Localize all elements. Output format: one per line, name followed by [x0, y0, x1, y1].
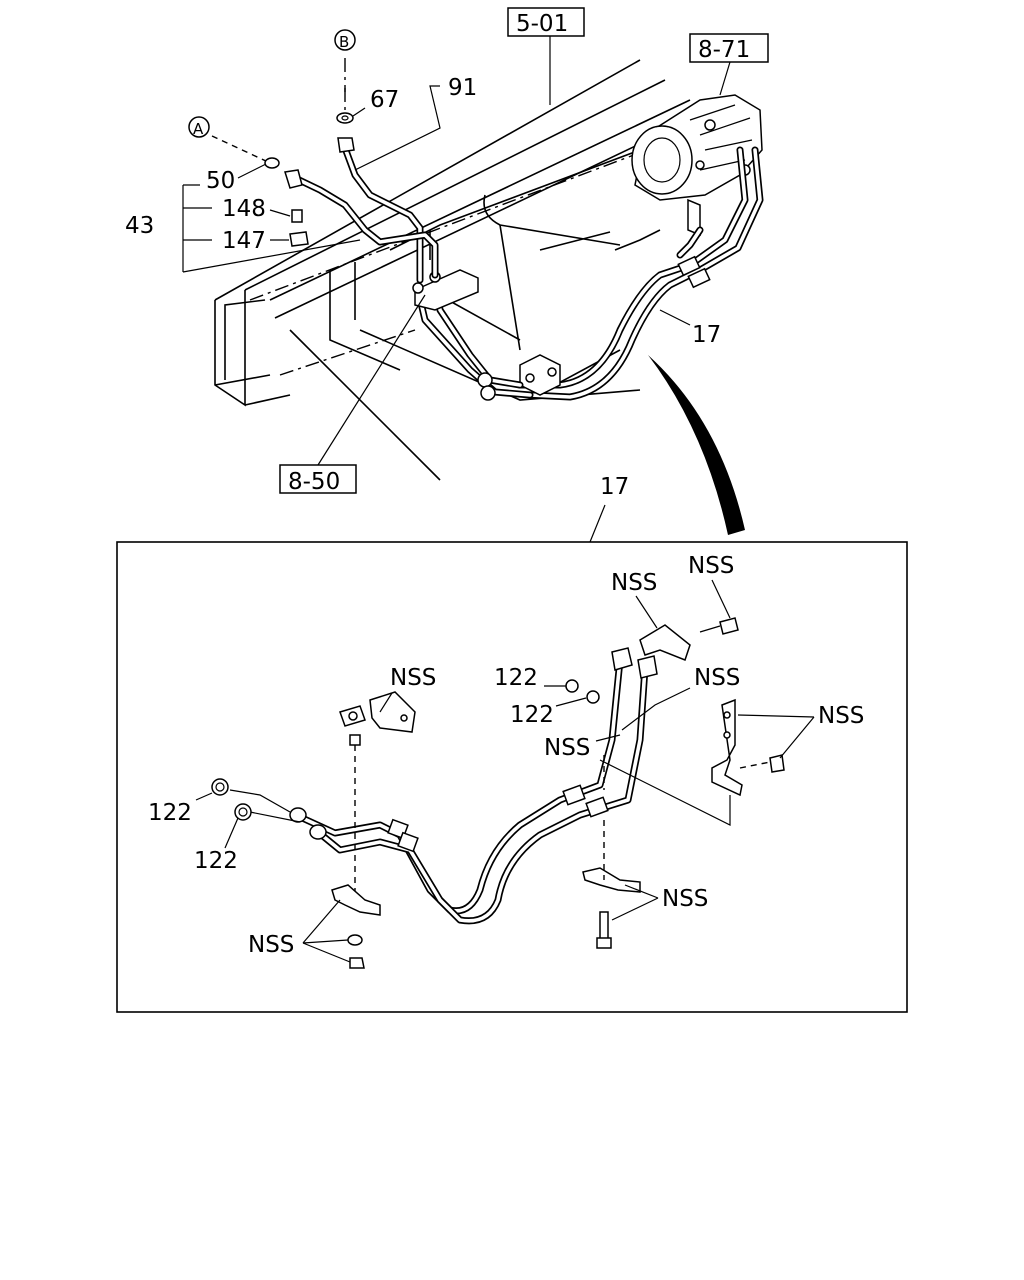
label-50: 50: [206, 168, 235, 194]
circle-b: [334, 29, 356, 51]
ref-box-8-71: [689, 33, 769, 63]
label-17-top: 17: [692, 322, 721, 348]
label-67: 67: [370, 87, 399, 113]
leader-148: [269, 209, 291, 217]
detail-leaders: [195, 579, 815, 963]
detail-pipes: [229, 647, 658, 925]
o-rings-122: [211, 679, 600, 821]
leader-8-50: [317, 294, 426, 466]
fitting-group-43: [264, 112, 354, 247]
label-43: 43: [125, 213, 154, 239]
chassis-frame: [214, 59, 691, 481]
label-147: 147: [222, 228, 266, 254]
label-nss-right-pipe: NSS: [694, 665, 740, 691]
ref-8-71: 8-71: [698, 37, 750, 63]
label-122-top: 122: [494, 665, 538, 691]
ref-box-8-50: [279, 464, 357, 494]
label-nss-left-clamp: NSS: [248, 932, 294, 958]
crossmember-centerline: [279, 329, 416, 376]
detail-box: [116, 541, 908, 1013]
label-nss-bottom-clamp: NSS: [662, 886, 708, 912]
ac-compressor: [631, 94, 763, 237]
label-nss-left-bracket: NSS: [390, 665, 436, 691]
a-dashline: [211, 135, 269, 163]
leader-91: [354, 85, 441, 171]
leader-17-top: [659, 309, 691, 326]
ref-8-50: 8-50: [288, 469, 340, 495]
leader-8-71: [719, 61, 731, 96]
label-91: 91: [448, 75, 477, 101]
leader-50: [237, 163, 267, 179]
circle-a: [188, 116, 210, 138]
label-122-left-lower: 122: [194, 848, 238, 874]
pipe-assembly-17: [412, 146, 764, 401]
label-nss-top-bracket: NSS: [611, 570, 657, 596]
detail-arrow: [648, 355, 745, 535]
circle-b-label: B: [339, 33, 349, 51]
label-122-middle: 122: [510, 702, 554, 728]
circle-a-label: A: [193, 120, 204, 138]
bracket-43: [182, 184, 361, 273]
ref-5-01: 5-01: [516, 11, 568, 37]
label-148: 148: [222, 196, 266, 222]
ref-box-5-01: [507, 7, 585, 37]
label-nss-right-bracket: NSS: [818, 703, 864, 729]
label-17-detail: 17: [600, 474, 629, 500]
label-122-left-upper: 122: [148, 800, 192, 826]
label-nss-coupling: NSS: [544, 735, 590, 761]
leader-17-detail: [589, 504, 606, 543]
pipe-91: [284, 137, 439, 284]
detail-hardware: [331, 617, 785, 969]
label-nss-top-bolt: NSS: [688, 553, 734, 579]
leader-67: [352, 107, 366, 117]
